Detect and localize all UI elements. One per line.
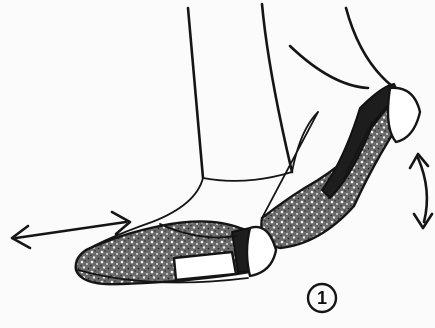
front-leg-trouser xyxy=(188,4,292,181)
heel-lift-arrow xyxy=(410,154,432,228)
front-shoe xyxy=(76,178,276,284)
step-number-badge: 1 xyxy=(308,284,336,312)
back-shoe xyxy=(261,84,420,248)
step-number-label: 1 xyxy=(317,288,327,308)
